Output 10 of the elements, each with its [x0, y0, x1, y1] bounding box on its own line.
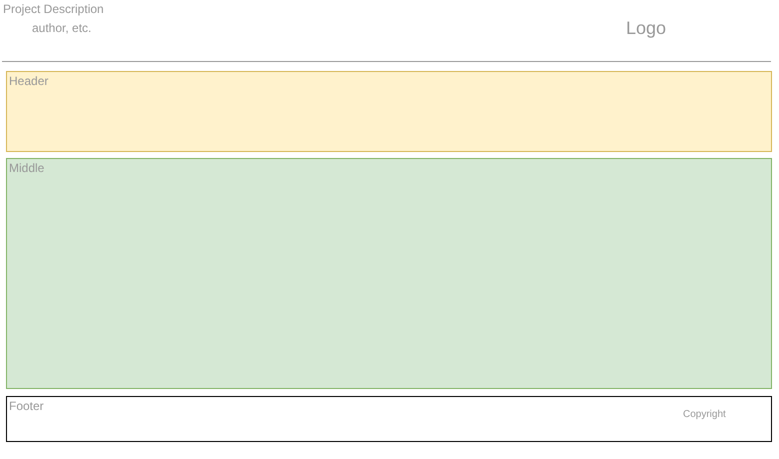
header-section: [6, 71, 772, 152]
section-title: Header: [9, 74, 48, 88]
copyright-text: Copyright: [683, 409, 726, 420]
author-text: author, etc.: [32, 21, 92, 35]
section-title: Footer: [9, 399, 44, 413]
section-title: Middle: [9, 161, 44, 175]
placeholder-text: Logo: [626, 18, 666, 39]
footer-section: [6, 396, 772, 442]
middle-section: [6, 158, 772, 389]
project-description-text: Project Description: [3, 2, 104, 16]
